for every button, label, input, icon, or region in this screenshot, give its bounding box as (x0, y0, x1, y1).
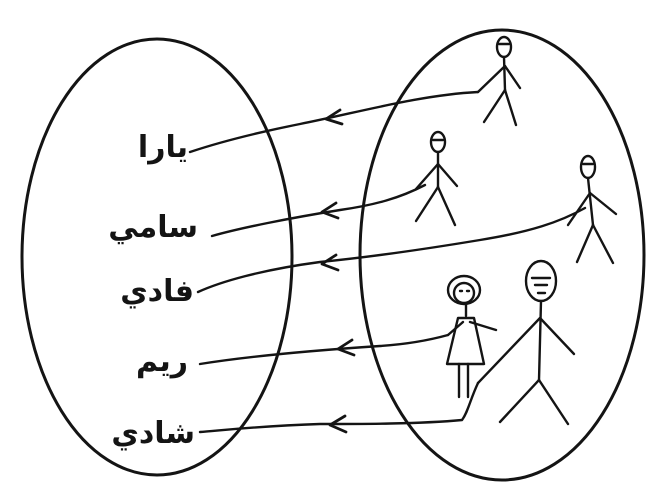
name-label-reem: ريم (136, 344, 188, 379)
names-set-ellipse (22, 39, 292, 475)
people-set-ellipse (360, 30, 644, 480)
girl-figure-icon (447, 276, 496, 397)
name-label-sami: سامي (108, 210, 198, 245)
name-label-fadi: فادي (120, 274, 194, 309)
name-label-shadi: شادي (111, 416, 195, 451)
stick-figure-icon (568, 156, 616, 263)
name-label-yara: يارا (138, 130, 188, 165)
stick-figure-icon (478, 37, 520, 125)
arrow-yara (190, 92, 478, 152)
tall-stick-figure-icon (478, 261, 574, 424)
arrow-reem (200, 335, 448, 364)
stick-figure-icon (416, 132, 457, 225)
arrow-sami (212, 185, 425, 236)
